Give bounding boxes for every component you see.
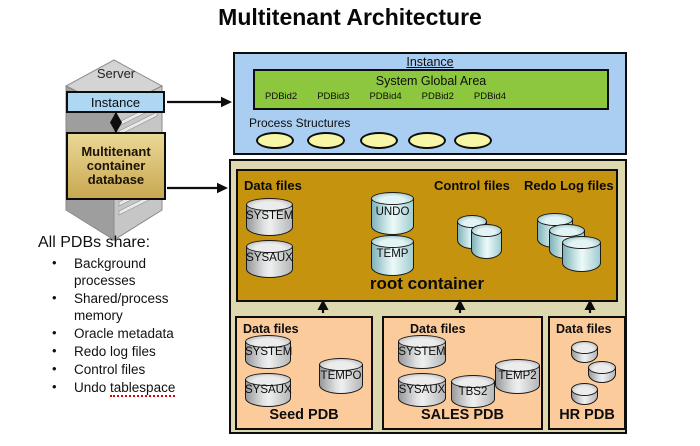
pdbid-label: PDBid4 xyxy=(369,91,402,102)
hr-datafile-cylinder xyxy=(571,383,598,405)
hr-datafile-cylinder xyxy=(571,341,598,363)
instance-panel-title: Instance xyxy=(406,55,454,69)
control-file-cylinder xyxy=(471,224,502,259)
mcd-label: Multitenant container database xyxy=(81,143,151,188)
process-ellipse xyxy=(307,132,345,149)
share-item: Shared/process memory xyxy=(48,290,188,324)
sysaux-datafile-cylinder: SYSAUX xyxy=(246,240,293,278)
pdb-name: Seed PDB xyxy=(269,407,339,423)
pdbid-label: PDBid2 xyxy=(265,91,298,102)
share-item: Oracle metadata xyxy=(48,325,188,342)
pdbid-label: PDBid2 xyxy=(421,91,454,102)
pdb-name: SALES PDB xyxy=(421,407,504,423)
share-item: Background processes xyxy=(48,255,188,289)
squiggle-underlined-word: tablespace xyxy=(110,380,176,397)
hr-datafile-cylinder xyxy=(588,361,616,383)
pdbid-label: PDBid3 xyxy=(317,91,350,102)
tempo-cylinder: TEMPO xyxy=(319,358,363,394)
sga-title: System Global Area xyxy=(375,74,487,88)
pdb-data-files-label: Data files xyxy=(556,322,612,336)
process-ellipse xyxy=(408,132,446,149)
process-structures-label: Process Structures xyxy=(249,116,351,130)
hr-pdb-box: Data files HR PDB xyxy=(548,316,626,430)
left-instance-label: Instance xyxy=(90,94,141,110)
pdb-name: HR PDB xyxy=(559,407,615,423)
server-label: Server xyxy=(96,66,136,81)
system-datafile-cylinder: SYSTEM xyxy=(246,198,293,236)
seed-pdb-box: Data files SYSTEM SYSAUX TEMPO Seed PDB xyxy=(235,316,373,430)
root-container-box: Data files Control files Redo Log files … xyxy=(236,169,618,302)
multitenant-container-database-box: Multitenant container database xyxy=(66,132,166,200)
pdb-data-files-label: Data files xyxy=(243,322,299,336)
share-item: Control files xyxy=(48,361,188,378)
share-list: Background processes Shared/process memo… xyxy=(48,255,188,397)
process-ellipse xyxy=(454,132,492,149)
all-pdbs-share-section: All PDBs share: Background processes Sha… xyxy=(38,234,228,397)
share-item: Redo log files xyxy=(48,343,188,360)
sysaux-datafile-cylinder: SYSAUX xyxy=(398,373,446,407)
sga-box: System Global Area PDBid2 PDBid3 PDBid4 … xyxy=(253,69,609,110)
process-ellipse xyxy=(256,132,294,149)
sysaux-datafile-cylinder: SYSAUX xyxy=(245,373,292,407)
temp-cylinder: TEMP xyxy=(371,235,414,276)
process-ellipse xyxy=(360,132,398,149)
tbs2-cylinder: TBS2 xyxy=(451,375,495,408)
share-item: Undo tablespace xyxy=(48,379,188,397)
root-container-label: root container xyxy=(369,274,485,293)
temp2-cylinder: TEMP2 xyxy=(495,359,540,394)
redo-log-files-label: Redo Log files xyxy=(524,178,614,193)
undo-cylinder: UNDO xyxy=(371,192,414,235)
system-datafile-cylinder: SYSTEM xyxy=(245,335,292,369)
redo-log-cylinder xyxy=(562,236,601,272)
system-datafile-cylinder: SYSTEM xyxy=(398,335,446,369)
cdb-panel: Data files Control files Redo Log files … xyxy=(229,159,627,434)
sales-pdb-box: Data files SYSTEM SYSAUX TBS2 TEMP2 SALE… xyxy=(382,316,543,430)
left-instance-box: Instance xyxy=(66,91,165,113)
pdb-data-files-label: Data files xyxy=(410,322,466,336)
page-title: Multitenant Architecture xyxy=(218,4,482,30)
instance-panel: Instance System Global Area PDBid2 PDBid… xyxy=(233,52,627,155)
pdbid-row: PDBid2 PDBid3 PDBid4 PDBid2 PDBid4 xyxy=(255,91,607,102)
root-data-files-label: Data files xyxy=(244,178,302,193)
pdbid-label: PDBid4 xyxy=(473,91,507,102)
share-heading: All PDBs share: xyxy=(38,234,151,251)
control-files-label: Control files xyxy=(434,178,510,193)
